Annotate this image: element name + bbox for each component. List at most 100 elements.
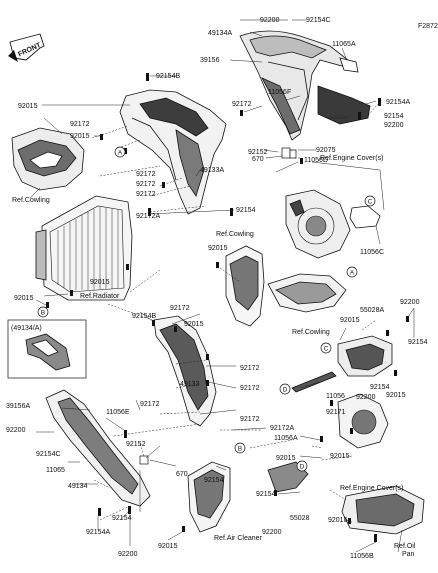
label-92015-mid: 92015 <box>208 245 228 252</box>
callout-d-lower: D <box>296 460 308 472</box>
front-arrow-icon: FRONT <box>8 33 45 62</box>
label-92154a-b: 92154A <box>86 529 110 536</box>
svg-text:B: B <box>41 310 45 317</box>
label-92075: 92075 <box>316 147 336 154</box>
label-11056e: 11056E <box>106 409 130 416</box>
label-11065: 11065 <box>46 467 65 474</box>
label-49133a: 49133A <box>200 167 224 174</box>
label-92172a-m: 92172A <box>136 213 160 220</box>
label-92154-r: 92154 <box>384 113 404 120</box>
label-39156a: 39156A <box>6 403 30 410</box>
label-11056: 11056 <box>326 393 345 400</box>
label-92154b-mid: 92154B <box>132 313 156 320</box>
label-92172-m1: 92172 <box>232 101 252 108</box>
label-92015-r5: 92015 <box>330 453 350 460</box>
label-92154-b2: 92154 <box>256 491 276 498</box>
label-92015-l2: 92015 <box>70 133 90 140</box>
lower-cowl-part <box>45 389 151 507</box>
label-92172-mid2: 92172 <box>170 305 190 312</box>
label-92172-m2: 92172 <box>136 171 156 178</box>
label-11056a: 11056A <box>274 435 298 442</box>
label-92154b-top: 92154B <box>156 73 180 80</box>
svg-text:D: D <box>300 464 305 471</box>
label-670-l: 670 <box>176 471 188 478</box>
label-ref-cowling-r: Ref.Cowling <box>292 329 330 336</box>
label-ref-radiator: Ref.Radiator <box>80 293 120 300</box>
label-92152-r: 92152 <box>248 149 268 156</box>
callout-c-upper: C <box>364 195 376 207</box>
trim-strip-d-part <box>291 371 337 393</box>
cover-c-part <box>337 335 393 377</box>
callout-c-right: C <box>320 342 332 354</box>
label-49134a: 49134A <box>208 30 232 37</box>
label-92154-b3: 92154 <box>112 515 132 522</box>
svg-text:B: B <box>238 446 242 453</box>
label-92200-rr: 92200 <box>400 299 420 306</box>
label-92172-mid4: 92172 <box>240 385 260 392</box>
label-92172-m3: 92172 <box>136 181 156 188</box>
label-ref-engine-cover-bot: Ref.Engine Cover(s) <box>340 485 403 492</box>
label-92200-b2: 92200 <box>262 529 282 536</box>
label-55028a: 55028A <box>360 307 384 314</box>
side-cowling-left-part <box>11 127 85 191</box>
radiator-part <box>35 195 133 301</box>
label-92200-r: 92200 <box>384 122 404 129</box>
label-ref-oil-pan-2: Pan <box>402 551 415 558</box>
label-92172-l4: 92172 <box>140 401 160 408</box>
label-ref-cowling-mid: Ref.Cowling <box>216 231 254 238</box>
label-11065a: 11065A <box>332 41 356 48</box>
fairing-stay-upper-part <box>119 89 227 215</box>
label-92200-b: 92200 <box>118 551 138 558</box>
oil-pan-part <box>341 485 425 535</box>
label-92015-r4: 92015 <box>276 455 296 462</box>
svg-text:A: A <box>350 270 355 277</box>
label-92154-r3: 92154 <box>370 384 390 391</box>
collar-part <box>139 455 149 465</box>
fasteners <box>46 73 409 542</box>
callout-d-right: D <box>279 383 291 395</box>
label-ref-engine-cover-top: Ref.Engine Cover(s) <box>320 155 383 162</box>
callout-b-left: B <box>37 306 49 318</box>
label-11056b: 11056B <box>350 553 374 560</box>
label-55028: 55028 <box>290 515 310 522</box>
label-92200-r3: 92200 <box>356 394 376 401</box>
label-92015-l1: 92015 <box>18 103 38 110</box>
label-92171: 92171 <box>326 409 346 416</box>
label-92172-l1: 92172 <box>70 121 90 128</box>
upper-cowl-part <box>239 30 349 141</box>
label-92172-m4: 92172 <box>136 191 156 198</box>
label-670-r: 670 <box>252 156 264 163</box>
label-49134: 49134 <box>68 483 88 490</box>
label-92015-mid2: 92015 <box>184 321 204 328</box>
label-92015-b: 92015 <box>158 543 178 550</box>
callout-a-right: A <box>346 266 358 278</box>
air-cleaner-duct-part <box>187 461 231 533</box>
callout-b-lower: B <box>234 442 246 454</box>
label-92015-l3: 92015 <box>14 295 34 302</box>
inset-box: (49134/A) <box>7 319 87 379</box>
callout-a-upper: A <box>114 146 126 158</box>
rubber-damper-part <box>281 147 297 159</box>
figure-id: F2872 <box>418 23 438 30</box>
label-11056f: 11056F <box>268 89 291 96</box>
label-92200-top: 92200 <box>260 17 280 24</box>
svg-text:D: D <box>283 387 288 394</box>
label-92172a-mid: 92172A <box>270 425 294 432</box>
label-11056d: 11056D <box>304 157 328 164</box>
label-92152-l: 92152 <box>126 441 146 448</box>
label-92015-b3: 92015 <box>328 517 348 524</box>
label-92154-b: 92154 <box>204 477 224 484</box>
engine-cover-lower-part <box>337 393 389 449</box>
label-92172-mid5: 92172 <box>240 416 260 423</box>
assembly-lines <box>91 103 379 521</box>
label-92015-r3: 92015 <box>386 392 406 399</box>
label-92015-r1: 92015 <box>90 279 110 286</box>
label-92154-rr: 92154 <box>408 339 428 346</box>
engine-cover-upper-part <box>285 189 351 259</box>
inset-title: (49134/A) <box>11 325 42 332</box>
label-92154c-top: 92154C <box>306 17 331 24</box>
side-panel-right-part <box>267 273 347 313</box>
label-92154a-r: 92154A <box>386 99 410 106</box>
bracket-c-part <box>349 205 381 229</box>
